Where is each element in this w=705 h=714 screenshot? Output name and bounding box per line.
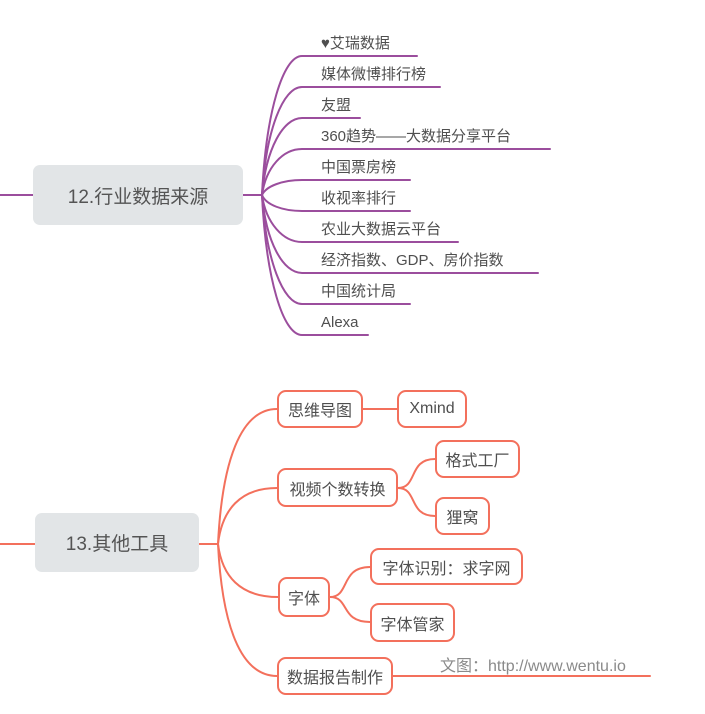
child-china-boxoffice[interactable]: 中国票房榜 bbox=[321, 159, 397, 176]
grandchild-format-factory[interactable]: 格式工厂 bbox=[435, 440, 520, 478]
child-umeng[interactable]: 友盟 bbox=[321, 97, 352, 114]
branch12-connector-6 bbox=[261, 194, 411, 212]
connector-videoconv-leawo bbox=[397, 487, 436, 517]
branch13-connector-datareport bbox=[217, 543, 278, 677]
child-alexa[interactable]: Alexa bbox=[321, 314, 359, 331]
child-font-tools[interactable]: 字体 bbox=[278, 577, 330, 617]
main-topic-other-tools[interactable]: 13.其他工具 bbox=[35, 513, 199, 572]
grandchild-xmind[interactable]: Xmind bbox=[397, 390, 467, 428]
branch12-connector-3 bbox=[261, 117, 361, 196]
branch12-connector-2 bbox=[261, 86, 441, 196]
main-topic-industry-data-sources[interactable]: 12.行业数据来源 bbox=[33, 165, 243, 225]
connector-font-fontmanager bbox=[329, 596, 371, 623]
branch12-connector-5 bbox=[261, 179, 411, 196]
branch12-connector-10 bbox=[261, 194, 369, 336]
grandchild-font-recognition[interactable]: 字体识别：求字网 bbox=[370, 548, 523, 585]
child-video-converter[interactable]: 视频个数转换 bbox=[277, 468, 398, 507]
branch12-connector-4 bbox=[261, 148, 551, 196]
connector-font-fontrecog bbox=[329, 566, 371, 598]
grandchild-leawo[interactable]: 狸窝 bbox=[435, 497, 490, 535]
child-agriculture-bigdata[interactable]: 农业大数据云平台 bbox=[321, 221, 442, 238]
branch13-connector-mindmap bbox=[217, 408, 278, 545]
branch13-connector-videoconv bbox=[217, 487, 278, 545]
wentu-watermark: 文图：http://www.wentu.io bbox=[440, 658, 626, 675]
child-mindmap-tool[interactable]: 思维导图 bbox=[277, 390, 363, 428]
child-china-statistics-bureau[interactable]: 中国统计局 bbox=[321, 283, 397, 300]
child-media-weibo-ranking[interactable]: 媒体微博排行榜 bbox=[321, 66, 427, 83]
branch13-connector-font bbox=[217, 543, 279, 598]
child-ratings-ranking[interactable]: 收视率排行 bbox=[321, 190, 397, 207]
connector-videoconv-formatfactory bbox=[397, 458, 436, 489]
child-economic-index[interactable]: 经济指数、GDP、房价指数 bbox=[321, 252, 504, 269]
grandchild-font-manager[interactable]: 字体管家 bbox=[370, 603, 455, 642]
child-360-trends[interactable]: 360趋势——大数据分享平台 bbox=[321, 128, 512, 145]
child-iresearch-data[interactable]: ♥艾瑞数据 bbox=[321, 35, 390, 52]
child-data-report-making[interactable]: 数据报告制作 bbox=[277, 657, 393, 695]
